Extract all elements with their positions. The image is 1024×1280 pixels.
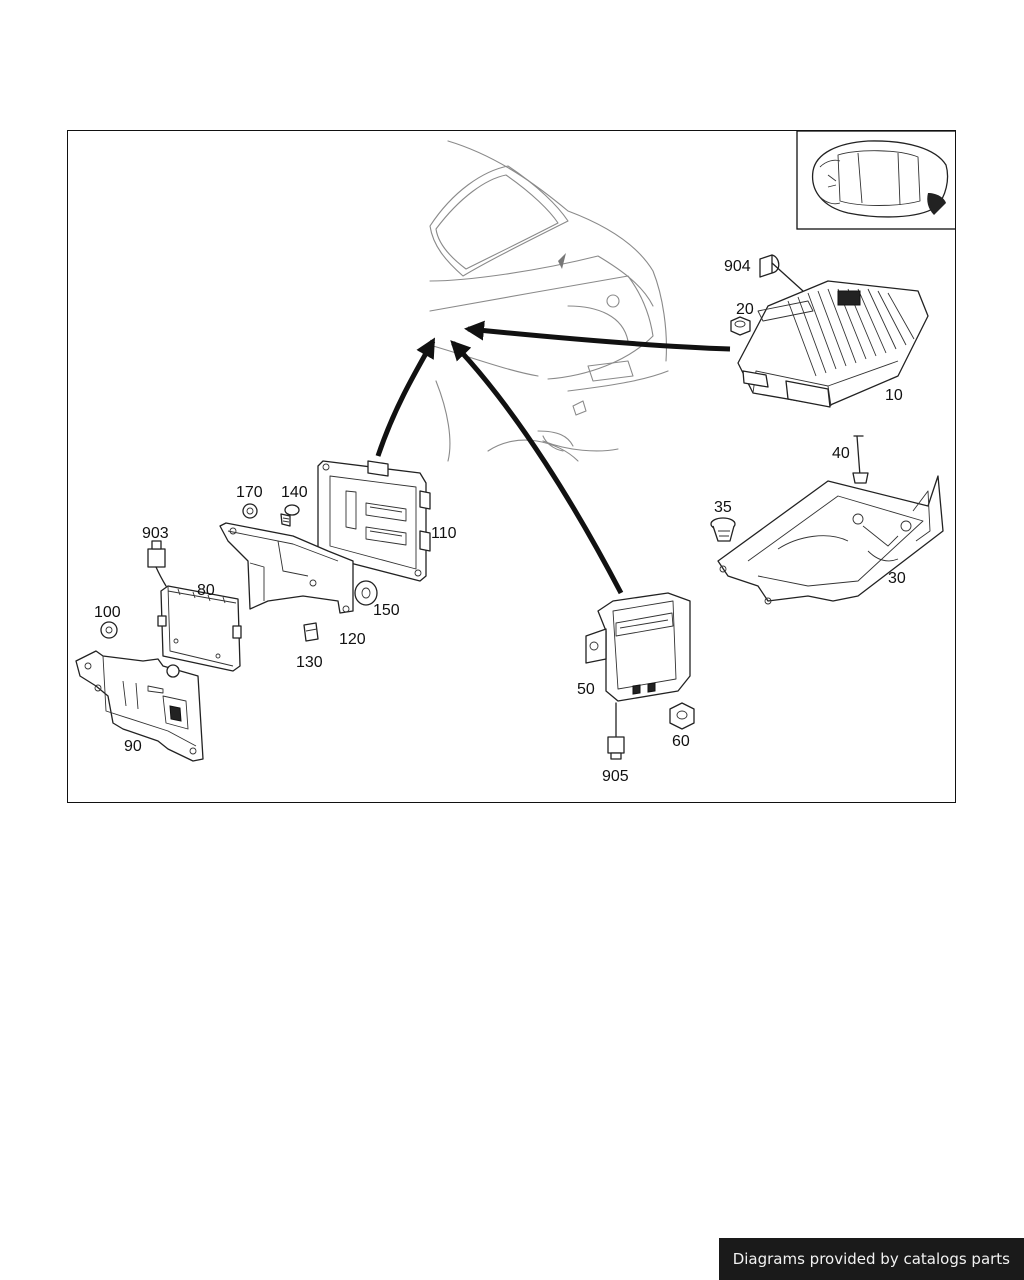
callout-150: 150 [373,602,400,619]
parts-diagram: 10 20 30 35 40 50 60 80 90 100 110 120 1… [75,131,955,785]
part-150-washer[interactable] [354,580,378,606]
callout-170: 170 [236,484,263,501]
part-80-control-unit[interactable] [157,585,242,672]
part-60-nut[interactable] [669,702,695,730]
footer-credit-badge: Diagrams provided by catalogs parts [718,1238,1024,1280]
part-90-bracket[interactable] [75,650,204,762]
callout-20: 20 [736,301,754,318]
part-110-module[interactable] [317,460,431,582]
callout-100: 100 [94,604,121,621]
callout-35: 35 [714,499,732,516]
callout-80: 80 [197,582,215,599]
part-170-nut[interactable] [242,503,258,519]
callout-40: 40 [832,445,850,462]
callout-10: 10 [885,387,903,404]
part-30-bracket[interactable] [717,475,944,605]
assembly-arrows [375,320,731,595]
callout-30: 30 [888,570,906,587]
part-120-bracket[interactable] [219,522,354,614]
callout-60: 60 [672,733,690,750]
callout-120: 120 [339,631,366,648]
callout-903: 903 [142,525,169,542]
part-904-connector-symbol [759,254,804,292]
part-130-clip[interactable] [303,622,319,642]
callout-50: 50 [577,681,595,698]
callout-110: 110 [431,525,457,542]
part-903-connector-symbol [147,540,167,587]
car-rear-outline [429,140,669,462]
part-100-nut[interactable] [100,621,118,639]
part-10-amplifier[interactable] [737,280,929,408]
part-905-connector-symbol [607,702,625,760]
callout-904: 904 [724,258,751,275]
part-40-stud[interactable] [852,435,869,484]
callout-905: 905 [602,768,629,785]
part-20-nut[interactable] [730,316,751,336]
part-140-screw[interactable] [280,504,300,527]
part-35-clip[interactable] [710,517,736,542]
callout-90: 90 [124,738,142,755]
callout-130: 130 [296,654,323,671]
inset-car-topview [796,131,955,230]
callout-140: 140 [281,484,308,501]
parts-diagram-frame: 10 20 30 35 40 50 60 80 90 100 110 120 1… [67,130,956,803]
part-50-module[interactable] [585,592,691,702]
